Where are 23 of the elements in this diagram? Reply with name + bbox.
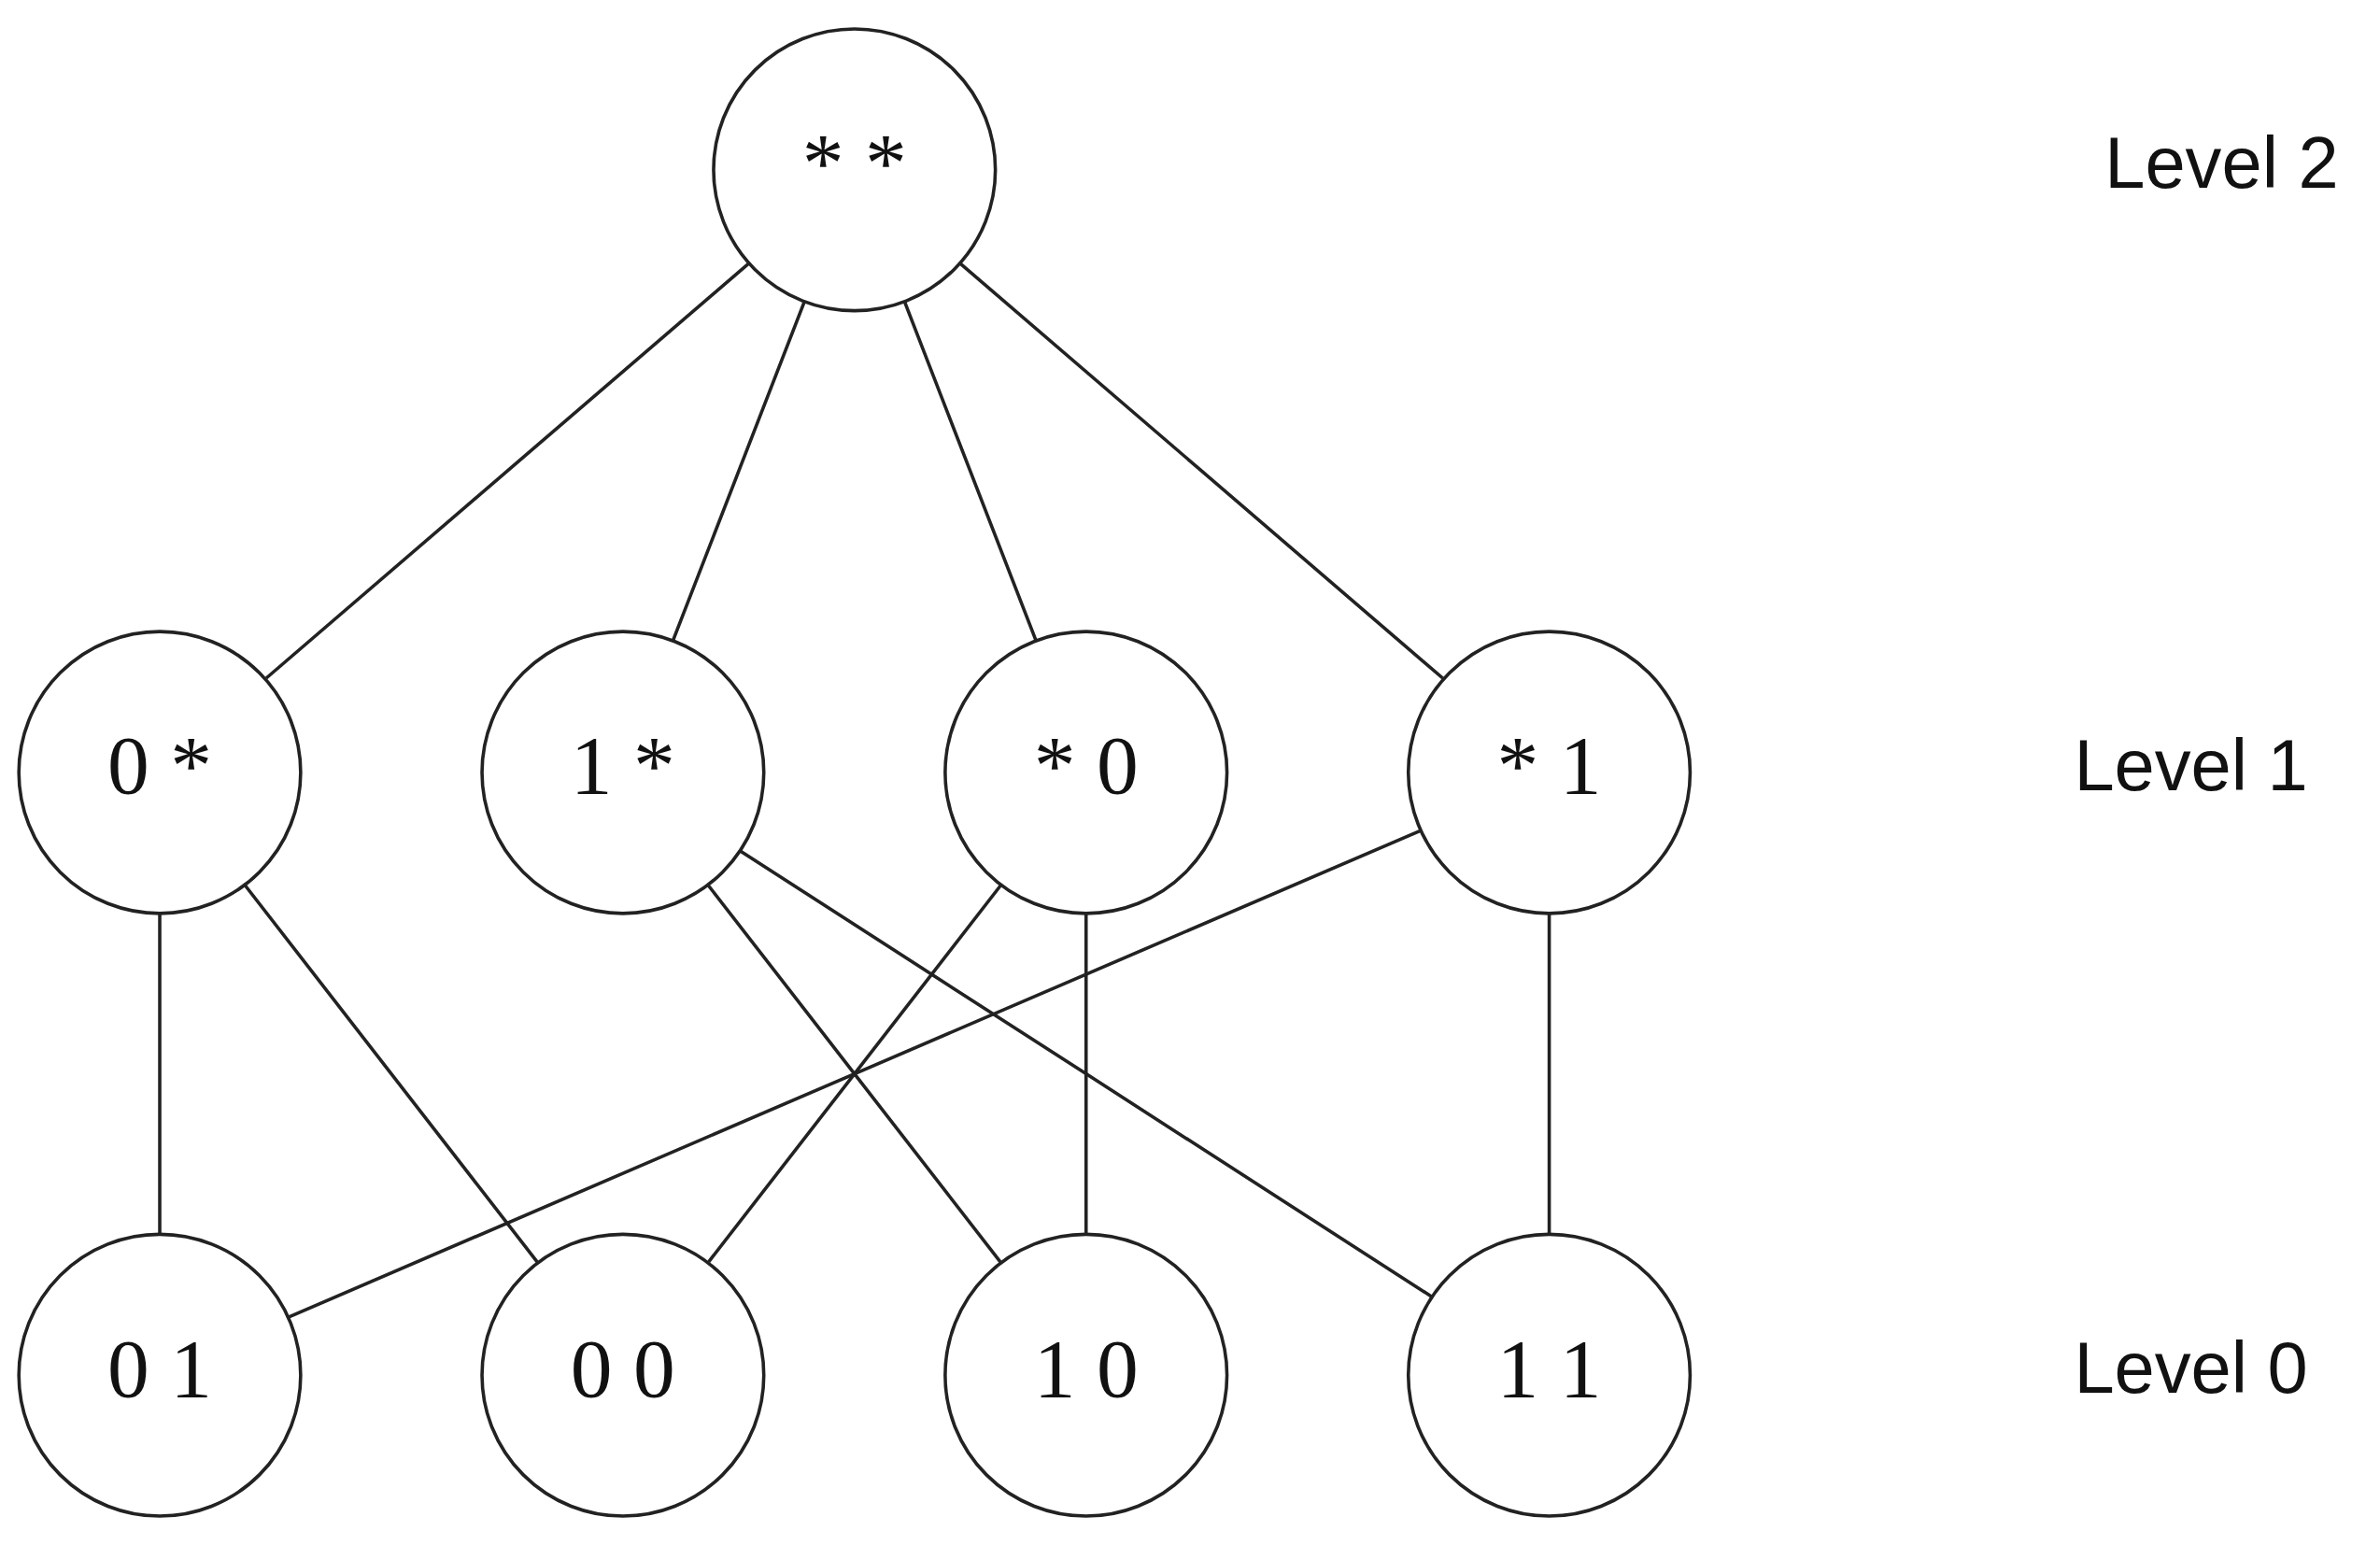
node-circle: 0 0 [480,1232,766,1518]
connector [671,301,806,642]
connector [1547,914,1551,1234]
node-circle: * 1 [1406,630,1693,915]
connector [288,829,1421,1319]
node-circle: 1 0 [943,1232,1229,1518]
node-circle: * 0 [943,630,1229,915]
node-circle: 1 1 [1406,1232,1693,1518]
node-circle: 1 * [480,630,766,915]
label: Level 2 [2104,121,2339,203]
connector [739,849,1433,1298]
connector [158,914,162,1234]
connector [707,884,1002,1263]
connector [244,884,539,1263]
node-circle: * * [712,27,998,313]
connector [1084,914,1088,1234]
node-circle: 0 * [17,630,303,915]
label: Level 0 [2074,1327,2308,1409]
connector [958,262,1444,680]
node-circle: 0 1 [17,1232,303,1518]
connector [264,262,750,680]
label: Level 1 [2074,724,2308,805]
connector [902,301,1038,642]
